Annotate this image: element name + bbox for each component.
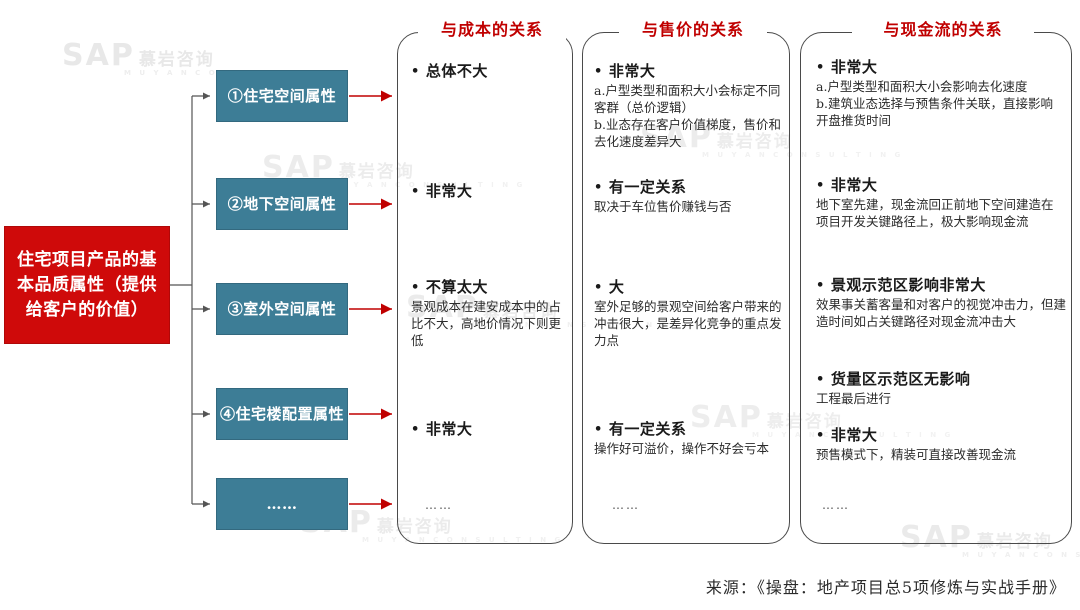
cashflow-block-1-head-row: • 非常大 — [816, 58, 1064, 77]
root-node-label: 住宅项目产品的基本品质属性（提供给客户的价值） — [17, 249, 157, 320]
bullet-icon: • — [594, 280, 603, 295]
attribute-label: ③室外空间属性 — [227, 299, 337, 318]
attribute-label: ①住宅空间属性 — [227, 86, 337, 105]
price-block-1-head: 非常大 — [608, 62, 656, 80]
cost-block-2-head: 非常大 — [425, 182, 473, 200]
cashflow-block-4-body: 工程最后进行 — [816, 391, 892, 406]
bullet-icon: • — [594, 422, 603, 437]
attribute-box-2[interactable]: ②地下空间属性 — [216, 178, 348, 230]
cashflow-block-4: • 货量区示范区无影响 工程最后进行 — [816, 370, 1066, 407]
price-block-1: • 非常大 a.户型类型和面积大小会标定不同客群（总价逻辑） b.业态存在客户价… — [594, 62, 784, 150]
column-cashflow-body: • 非常大 a.户型类型和面积大小会影响去化速度 b.建筑业态选择与预售条件关联… — [808, 48, 1066, 538]
cashflow-block-2: • 非常大 地下室先建，现金流回正前地下空间建造在项目开发关键路径上，极大影响现… — [816, 176, 1064, 230]
bullet-icon: • — [411, 422, 420, 437]
cashflow-block-5-body: 预售模式下，精装可直接改善现金流 — [816, 447, 1017, 462]
bullet-icon: • — [816, 428, 825, 443]
cost-block-3-head: 不算太大 — [425, 278, 488, 296]
price-block-3: • 大 室外足够的景观空间给客户带来的冲击很大，是差异化竞争的重点发力点 — [594, 278, 784, 349]
cost-block-4-head-row: • 非常大 — [411, 420, 563, 439]
cost-block-2: • 非常大 — [411, 182, 563, 201]
cashflow-block-2-head-row: • 非常大 — [816, 176, 1064, 195]
cashflow-block-5-head-row: • 非常大 — [816, 426, 1066, 445]
price-block-2-head: 有一定关系 — [608, 178, 687, 196]
cashflow-block-3-head: 景观示范区影响非常大 — [830, 276, 986, 294]
price-block-2: • 有一定关系 取决于车位售价赚钱与否 — [594, 178, 780, 215]
bullet-icon: • — [816, 60, 825, 75]
root-node-box[interactable]: 住宅项目产品的基本品质属性（提供给客户的价值） — [4, 226, 170, 344]
cashflow-block-1-body: a.户型类型和面积大小会影响去化速度 b.建筑业态选择与预售条件关联，直接影响开… — [816, 79, 1053, 128]
cost-ellipsis: …… — [425, 498, 453, 512]
price-block-4-head: 有一定关系 — [608, 420, 687, 438]
price-block-4-body: 操作好可溢价，操作不好会亏本 — [594, 441, 770, 456]
column-price-body: • 非常大 a.户型类型和面积大小会标定不同客群（总价逻辑） b.业态存在客户价… — [590, 48, 784, 538]
bullet-icon: • — [816, 372, 825, 387]
bullet-icon: • — [411, 184, 420, 199]
price-block-1-body: a.户型类型和面积大小会标定不同客群（总价逻辑） b.业态存在客户价值梯度，售价… — [594, 83, 781, 149]
price-block-2-head-row: • 有一定关系 — [594, 178, 780, 197]
price-block-4: • 有一定关系 操作好可溢价，操作不好会亏本 — [594, 420, 780, 457]
attribute-box-4[interactable]: ④住宅楼配置属性 — [216, 388, 348, 440]
cashflow-ellipsis: …… — [822, 498, 850, 512]
bullet-icon: • — [594, 180, 603, 195]
cost-block-1-head-row: • 总体不大 — [411, 62, 563, 81]
bullet-icon: • — [411, 64, 420, 79]
bullet-icon: • — [816, 278, 825, 293]
cashflow-block-3: • 景观示范区影响非常大 效果事关蓄客量和对客户的视觉冲击力，但建造时间如占关键… — [816, 276, 1066, 330]
cashflow-block-3-head-row: • 景观示范区影响非常大 — [816, 276, 1066, 295]
column-cost-title: 与成本的关系 — [418, 16, 566, 40]
cost-block-2-head-row: • 非常大 — [411, 182, 563, 201]
price-block-3-head: 大 — [608, 278, 625, 296]
attribute-box-1[interactable]: ①住宅空间属性 — [216, 70, 348, 122]
cashflow-block-1: • 非常大 a.户型类型和面积大小会影响去化速度 b.建筑业态选择与预售条件关联… — [816, 58, 1064, 129]
bullet-icon: • — [594, 64, 603, 79]
cashflow-block-4-head-row: • 货量区示范区无影响 — [816, 370, 1066, 389]
cashflow-block-2-body: 地下室先建，现金流回正前地下空间建造在项目开发关键路径上，极大影响现金流 — [816, 197, 1054, 229]
column-cost-body: • 总体不大 • 非常大 • 不算太大 景观成本在建安成本中的占比不大，高地价情… — [405, 48, 567, 538]
cost-block-1-head: 总体不大 — [425, 62, 488, 80]
cost-block-4: • 非常大 — [411, 420, 563, 439]
cashflow-block-5-head: 非常大 — [830, 426, 878, 444]
cashflow-block-5: • 非常大 预售模式下，精装可直接改善现金流 — [816, 426, 1066, 463]
attribute-label: ④住宅楼配置属性 — [219, 404, 344, 423]
price-block-3-body: 室外足够的景观空间给客户带来的冲击很大，是差异化竞争的重点发力点 — [594, 299, 782, 348]
cashflow-block-4-head: 货量区示范区无影响 — [830, 370, 971, 388]
bullet-icon: • — [411, 280, 420, 295]
cost-block-3-body: 景观成本在建安成本中的占比不大，高地价情况下则更低 — [411, 299, 562, 348]
price-block-4-head-row: • 有一定关系 — [594, 420, 780, 439]
cost-block-3: • 不算太大 景观成本在建安成本中的占比不大，高地价情况下则更低 — [411, 278, 567, 349]
cost-block-3-head-row: • 不算太大 — [411, 278, 567, 297]
bullet-icon: • — [816, 178, 825, 193]
column-cashflow-title: 与现金流的关系 — [852, 16, 1034, 40]
attribute-box-5[interactable]: …… — [216, 478, 348, 530]
cashflow-block-3-body: 效果事关蓄客量和对客户的视觉冲击力，但建造时间如占关键路径对现金流冲击大 — [816, 297, 1066, 329]
cashflow-block-2-head: 非常大 — [830, 176, 878, 194]
price-block-2-body: 取决于车位售价赚钱与否 — [594, 199, 732, 214]
attribute-box-3[interactable]: ③室外空间属性 — [216, 283, 348, 335]
price-block-1-head-row: • 非常大 — [594, 62, 784, 81]
price-block-3-head-row: • 大 — [594, 278, 784, 297]
attribute-label: ②地下空间属性 — [227, 194, 337, 213]
attribute-label: …… — [266, 494, 298, 513]
cost-block-4-head: 非常大 — [425, 420, 473, 438]
column-price-title: 与售价的关系 — [619, 16, 767, 40]
cashflow-block-1-head: 非常大 — [830, 58, 878, 76]
source-footer: 来源：《操盘：地产项目总5项修炼与实战手册》 — [705, 578, 1066, 597]
cost-block-1: • 总体不大 — [411, 62, 563, 81]
price-ellipsis: …… — [612, 498, 640, 512]
